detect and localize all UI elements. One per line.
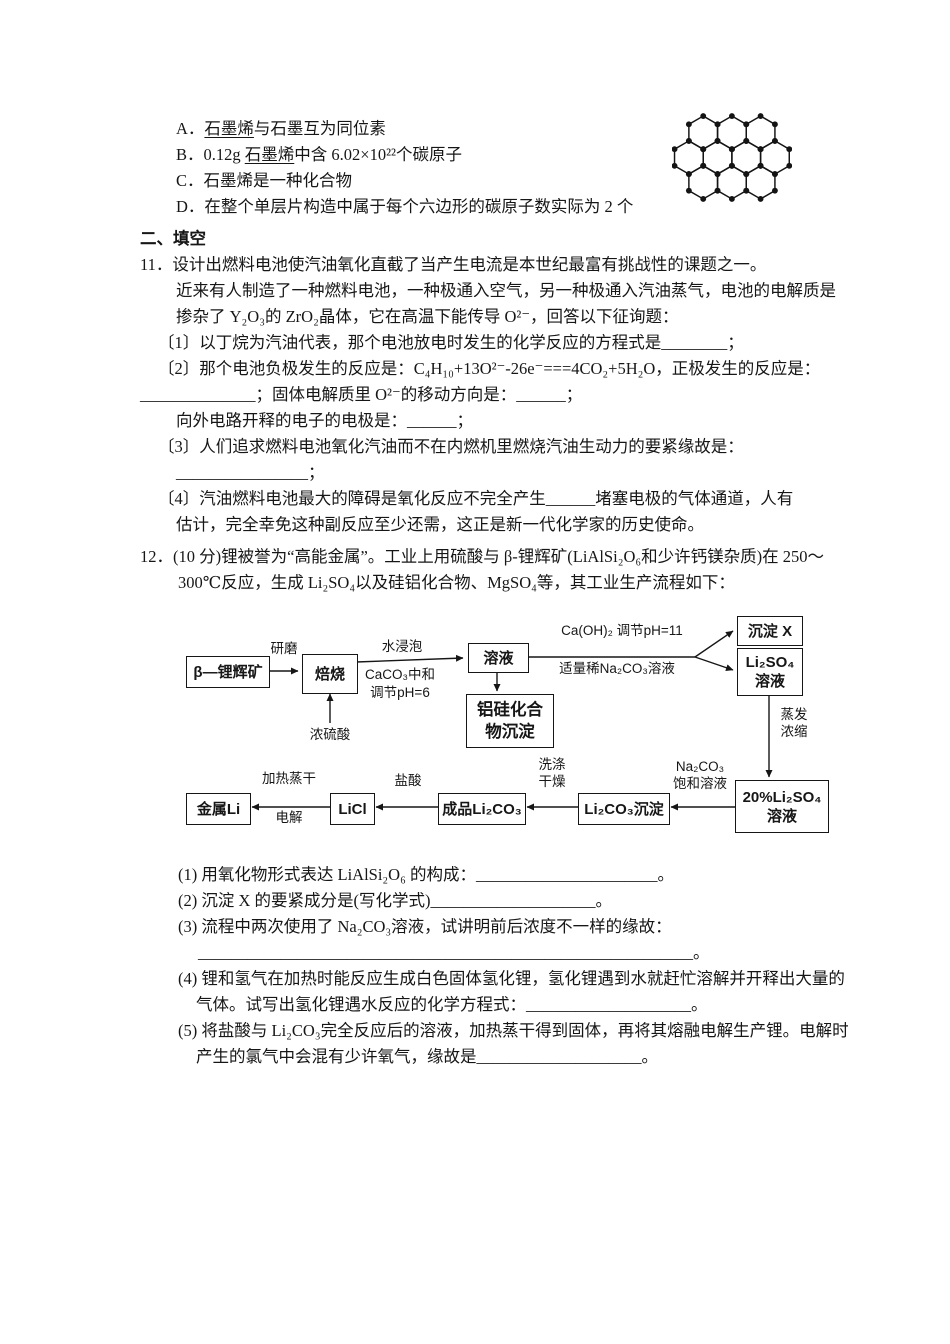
q11-item1: 〔1〕以丁烷为汽油代表，那个电池放电时发生的化学反应的方程式是________； [158, 333, 744, 352]
flow-box-licl: LiCl [330, 793, 375, 825]
option-d: D．在整个单层片构造中属于每个六边形的碳原子数实际为 2 个 [176, 197, 634, 216]
q11-paragraph: 近来有人制造了一种燃料电池，一种极通入空气，另一种极通入汽油蒸气，电池的电解质是… [176, 281, 836, 326]
q11-intro: 11．设计出燃料电池使汽油氧化直截了当产生电流是本世纪最富有挑战性的课题之一。 [140, 255, 767, 274]
flow-label-evaporate-concentrate: 蒸发 浓缩 [780, 707, 808, 739]
option-b-prefix: B．0.12g [176, 145, 245, 164]
flow-box-precipitate-x: 沉淀 X [737, 616, 803, 646]
flow-label-electrolyze: 电解 [275, 810, 303, 825]
hexagon-cell [689, 166, 718, 199]
hexagon-cell [718, 166, 747, 199]
flow-box-lithium-metal: 金属Li [186, 793, 251, 825]
flow-box-li2co3-product: 成品Li₂CO₃ [438, 793, 526, 825]
flow-box-solution: 溶液 [468, 643, 529, 673]
production-flowchart: β—锂辉矿 焙烧 溶液 沉淀 X Li₂SO₄ 溶液 铝硅化合 物沉淀 20%L… [150, 610, 850, 852]
option-b-text: 中含 6.02×10²²个碳原子 [294, 145, 462, 164]
flow-box-li2so4-20pct: 20%Li₂SO₄ 溶液 [735, 780, 829, 833]
flow-label-caco3-neutralize: CaCO₃中和 [364, 667, 435, 682]
q12-sub2: (2) 沉淀 X 的要紧成分是(写化学式)___________________… [178, 891, 613, 910]
flow-label-h2so4: 浓硫酸 [309, 727, 351, 742]
arrow-soak [355, 654, 464, 663]
q11-item3-blank-line: ________________； [176, 463, 325, 482]
flow-box-li2co3-precipitate: Li₂CO₃沉淀 [578, 793, 670, 825]
q11-item4-continuation: 估计，完全幸免这种副反应至少还需，这正是新一代化学家的历史使命。 [176, 515, 704, 534]
flow-label-water-soak: 水浸泡 [381, 639, 423, 654]
q11-item4: 〔4〕汽油燃料电池最大的障碍是氧化反应不完全产生______堵塞电极的气体通道，… [158, 489, 794, 508]
graphene-structure-image [672, 112, 792, 203]
option-b: B．0.12g 石墨烯中含 6.02×10²²个碳原子 [176, 142, 850, 168]
flow-label-hcl: 盐酸 [394, 773, 422, 788]
q12-intro: 12．(10 分)锂被誉为“高能金属”。工业上用硫酸与 β-锂辉矿(LiAlSi… [140, 547, 824, 592]
option-a-prefix: A． [176, 119, 205, 138]
q11-item2: 〔2〕那个电池负极发生的反应是：C₄H₁₀+13O²⁻-26e⁻===4CO₂+… [158, 359, 821, 378]
q11-item2-electrode-line: 向外电路开释的电子的电极是：______； [176, 411, 473, 430]
option-a-keyword: 石墨烯 [204, 119, 254, 138]
flow-box-alsi-precipitate: 铝硅化合 物沉淀 [466, 694, 554, 748]
flow-label-na2co3-saturated: Na₂CO₃ 饱和溶液 [673, 759, 727, 791]
flow-label-wash-dry: 洗涤 干燥 [538, 757, 566, 789]
q12-sub1: (1) 用氧化物形式表达 LiAlSi₂O₆ 的构成：_____________… [178, 865, 674, 884]
flow-label-heat-evaporate: 加热蒸干 [262, 771, 316, 786]
flow-label-ph6: 调节pH=6 [370, 685, 430, 700]
flow-label-na2co3-dilute: 适量稀Na₂CO₃溶液 [559, 661, 675, 676]
option-a: A．石墨烯与石墨互为同位素 [176, 116, 850, 142]
arrow-to-precipitate-x [694, 630, 734, 658]
flow-box-spodumene-ore: β—锂辉矿 [186, 656, 270, 688]
page-content: A．石墨烯与石墨互为同位素 B．0.12g 石墨烯中含 6.02×10²²个碳原… [140, 116, 850, 1066]
section-title: 二、填空 [140, 229, 206, 248]
q11-item3: 〔3〕人们追求燃料电池氧化汽油而不在内燃机里燃烧汽油生动力的要紧缘故是： [158, 437, 744, 456]
arrow-to-li2so4-solution [694, 656, 734, 672]
flow-label-grind: 研磨 [270, 641, 298, 656]
option-c: C．石墨烯是一种化合物 [176, 171, 353, 190]
q12-sub4: (4) 锂和氢气在加热时能反应生成白色固体氢化锂，氢化锂遇到水就赶忙溶解并开释出… [178, 969, 845, 1014]
q11-item2-blank-line: ______________；固体电解质里 O²⁻的移动方向是：______； [140, 385, 583, 404]
option-a-text: 与石墨互为同位素 [253, 119, 386, 138]
flow-box-li2so4-solution: Li₂SO₄ 溶液 [737, 648, 803, 696]
q12-sub3-blank-line: ________________________________________… [198, 943, 710, 962]
flow-label-caoh2-ph11: Ca(OH)₂ 调节pH=11 [561, 623, 683, 638]
flowchart-arrows [251, 630, 773, 811]
hexagon-cell [746, 166, 775, 199]
flow-box-roast: 焙烧 [302, 654, 358, 694]
q12-sub5: (5) 将盐酸与 Li₂CO₃完全反应后的溶液，加热蒸干得到固体，再将其熔融电解… [178, 1021, 849, 1066]
option-b-keyword: 石墨烯 [244, 145, 295, 164]
q12-sub3: (3) 流程中两次使用了 Na₂CO₃溶液，试讲明前后浓度不一样的缘故： [178, 917, 672, 936]
